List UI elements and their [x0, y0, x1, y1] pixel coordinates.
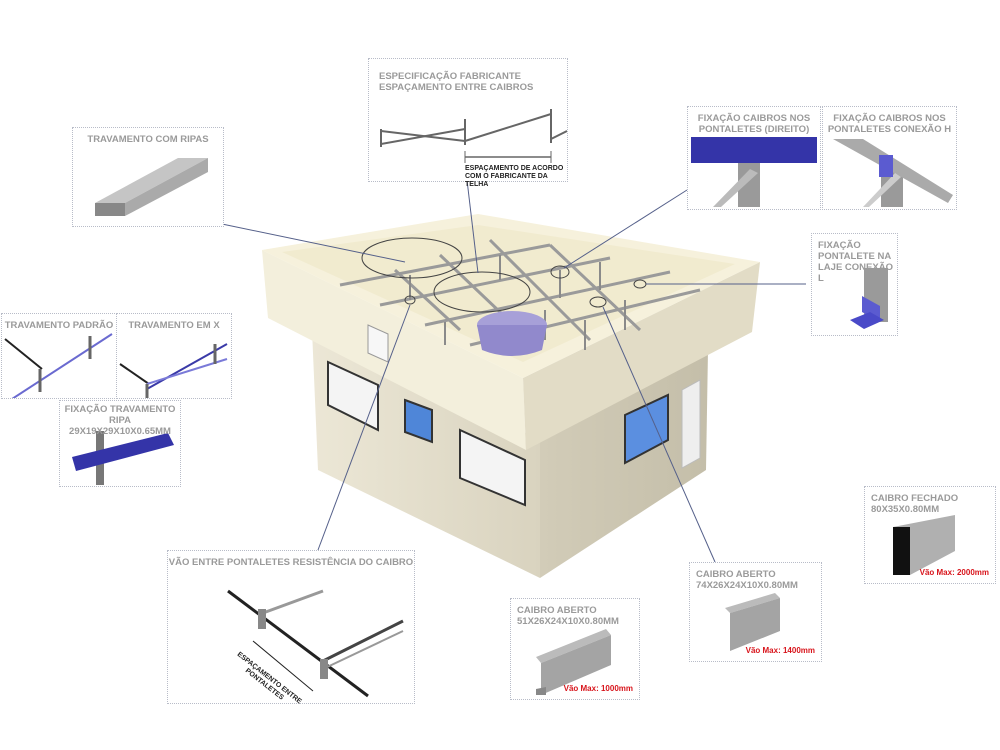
panel-caibro-51: CAIBRO ABERTO 51X26X24X10X0.80MM Vão Max…: [510, 598, 640, 700]
water-tank-body: [477, 325, 547, 356]
ripa-profile-image: [95, 158, 208, 216]
caibro-aberto-image: [725, 593, 780, 651]
spacing-note: ESPAÇAMENTO DE ACORDO COM O FABRICANTE D…: [465, 165, 564, 188]
door: [681, 379, 701, 469]
window: [459, 428, 526, 507]
panel-fixacao-ripa: FIXAÇÃO TRAVAMENTO RIPA 29X19X29X10X0.65…: [59, 400, 181, 487]
panel-title: FIXAÇÃO TRAVAMENTO RIPA 29X19X29X10X0.65…: [64, 404, 176, 437]
fixacao-h-image: [833, 139, 953, 207]
vao-pontaletes-image: [227, 589, 404, 698]
roof-slab: [282, 225, 735, 362]
travamento-x-image: [119, 343, 228, 398]
panel-caibro-74: CAIBRO ABERTO 74X26X24X10X0.80MM Vão Max…: [689, 562, 822, 662]
conexao-l-image: [850, 268, 888, 329]
spacing-diagram: [380, 109, 567, 163]
parapet-front-left: [262, 250, 526, 450]
callout-circles: [361, 237, 647, 313]
panel-especificacao: ESPECIFICAÇÃO FABRICANTE ESPAÇAMENTO ENT…: [368, 58, 568, 188]
panel-travamento-padrao: TRAVAMENTO PADRÃO: [1, 313, 117, 399]
panel-title: TRAVAMENTO PADRÃO: [4, 320, 114, 331]
panel-travamento-x: TRAVAMENTO EM X: [116, 313, 232, 399]
pontaletes: [409, 255, 626, 350]
panel-fixacao-h: FIXAÇÃO CAIBROS NOS PONTALETES CONEXÃO H: [822, 106, 957, 210]
caibro-fechado-image: [893, 515, 955, 575]
panel-title: FIXAÇÃO CAIBROS NOS PONTALETES (DIREITO): [697, 113, 811, 135]
panel-title: TRAVAMENTO EM X: [128, 320, 220, 331]
panel-title: FIXAÇÃO PONTALETE NA LAJE CONEXÃO L: [818, 240, 893, 284]
panel-title: ESPECIFICAÇÃO FABRICANTE ESPAÇAMENTO ENT…: [379, 71, 534, 93]
fixacao-ripa-image: [72, 431, 174, 485]
connector-lines: [221, 179, 806, 563]
window: [624, 393, 669, 465]
panel-title: CAIBRO FECHADO 80X35X0.80MM: [871, 493, 959, 515]
travamento-padrao-image: [4, 333, 113, 398]
panel-caibro-fechado: CAIBRO FECHADO 80X35X0.80MM Vão Max: 200…: [864, 486, 996, 584]
panel-title: CAIBRO ABERTO 51X26X24X10X0.80MM: [517, 605, 619, 627]
panel-vao-pontaletes: VÃO ENTRE PONTALETES RESISTÊNCIA DO CAIB…: [167, 550, 415, 705]
parapet-front-right: [523, 262, 760, 450]
panel-fixacao-direito: FIXAÇÃO CAIBROS NOS PONTALETES (DIREITO): [687, 106, 821, 210]
panel-fixacao-l: FIXAÇÃO PONTALETE NA LAJE CONEXÃO L: [811, 233, 898, 336]
panel-title: CAIBRO ABERTO 74X26X24X10X0.80MM: [696, 569, 798, 591]
panel-title: FIXAÇÃO CAIBROS NOS PONTALETES CONEXÃO H: [827, 113, 952, 135]
window: [327, 360, 379, 432]
access-hatch: [367, 324, 389, 363]
panel-title: TRAVAMENTO COM RIPAS: [87, 134, 209, 145]
max-span-label: Vão Max: 1400mm: [745, 646, 815, 655]
fixacao-direito-image: [691, 137, 817, 207]
caibro-aberto-image: [536, 629, 611, 695]
max-span-label: Vão Max: 2000mm: [919, 568, 989, 577]
window: [404, 398, 433, 444]
panel-travamento-ripas: TRAVAMENTO COM RIPAS: [72, 127, 224, 227]
panel-title: VÃO ENTRE PONTALETES RESISTÊNCIA DO CAIB…: [168, 557, 414, 568]
max-span-label: Vão Max: 1000mm: [563, 684, 633, 693]
